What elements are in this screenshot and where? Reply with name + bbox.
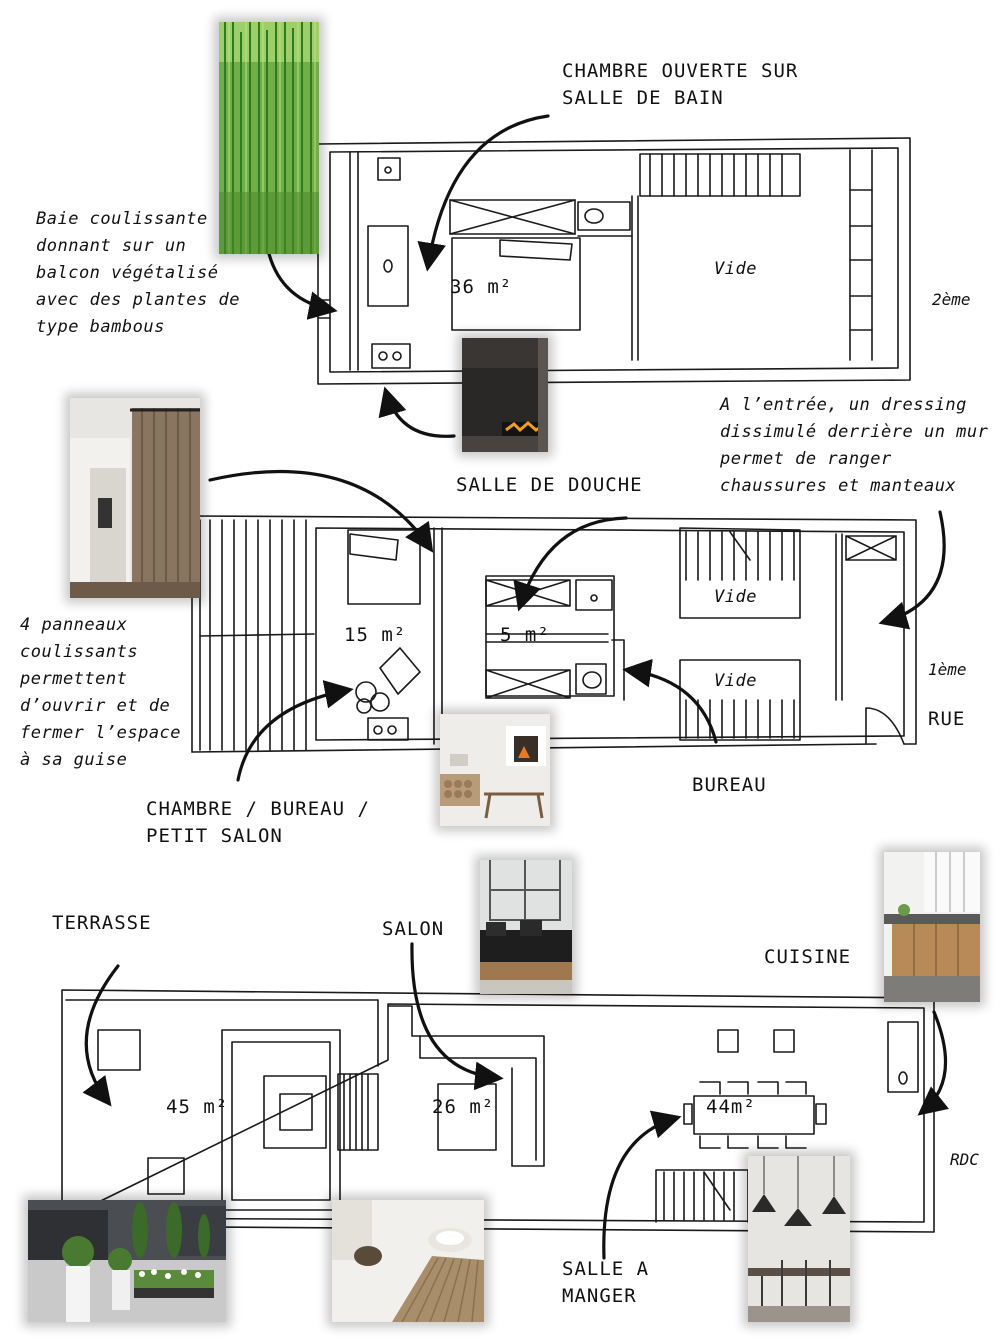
note-line: permettent (20, 669, 128, 689)
note-line: dissimulé derrière un mur (720, 422, 989, 442)
label-terrasse: TERRASSE (52, 912, 152, 934)
sofa-photo (480, 860, 572, 994)
floor-1-plan (191, 515, 917, 753)
note-line: avec des plantes de (36, 290, 240, 310)
note-line: coulissants (20, 642, 139, 662)
note-panneaux: 4 panneaux coulissants permettent d’ouvr… (20, 612, 181, 774)
label-chambre-bureau-petit-salon: CHAMBRE / BUREAU / PETIT SALON (146, 796, 370, 850)
label-salle-de-douche: SALLE DE DOUCHE (456, 474, 643, 496)
level-2: 2ème (932, 290, 971, 309)
label-salle-a-manger: SALLE A MANGER (562, 1256, 649, 1310)
note-line: à sa guise (20, 750, 128, 770)
vide-top: Vide (714, 259, 757, 279)
label-bureau: BUREAU (692, 774, 767, 796)
note-line: donnant sur un (36, 236, 187, 256)
label-cuisine: CUISINE (764, 946, 852, 968)
note-line: fermer l’espace (20, 723, 182, 743)
note-line: Baie coulissante (36, 209, 208, 229)
area-15: 15 m² (344, 624, 407, 646)
dining-pendant-photo (748, 1156, 850, 1322)
note-line: balcon végétalisé (36, 263, 219, 283)
label-line: PETIT SALON (146, 825, 283, 847)
note-line: permet de ranger (720, 449, 892, 469)
level-rdc: RDC (950, 1150, 979, 1169)
label-line: CHAMBRE OUVERTE SUR (562, 60, 799, 82)
barn-door-photo (70, 398, 200, 598)
note-line: type bambous (36, 317, 165, 337)
area-44: 44m² (706, 1096, 756, 1118)
rug-salon-photo (332, 1200, 484, 1322)
label-salon: SALON (382, 918, 445, 940)
label-chambre-salle-de-bain: CHAMBRE OUVERTE SUR SALLE DE BAIN (562, 58, 798, 112)
bamboo-photo (219, 22, 319, 254)
terrace-photo (28, 1200, 226, 1322)
area-5: 5 m² (500, 624, 550, 646)
white-fireplace-photo (440, 714, 550, 826)
area-36: 36 m² (450, 276, 513, 298)
level-1: 1ème (928, 660, 967, 679)
note-dressing: A l’entrée, un dressing dissimulé derriè… (720, 392, 988, 500)
label-line: SALLE A (562, 1258, 650, 1280)
annotation-arrows (82, 114, 949, 1260)
label-rue: RUE (928, 708, 966, 730)
note-baie-coulissante: Baie coulissante donnant sur un balcon v… (36, 206, 240, 341)
area-26: 26 m² (432, 1096, 495, 1118)
note-line: A l’entrée, un dressing (720, 395, 967, 415)
vide-mid-2: Vide (714, 671, 757, 691)
note-line: d’ouvrir et de (20, 696, 171, 716)
note-line: 4 panneaux (20, 615, 128, 635)
area-45: 45 m² (166, 1096, 229, 1118)
label-line: CHAMBRE / BUREAU / (146, 798, 370, 820)
label-line: MANGER (562, 1285, 637, 1307)
floor-2-plan (317, 137, 911, 385)
ground-floor-plan (61, 989, 935, 1233)
kitchen-photo (884, 852, 980, 1002)
note-line: chaussures et manteaux (720, 476, 957, 496)
label-line: SALLE DE BAIN (562, 87, 724, 109)
dark-fireplace-photo (462, 338, 548, 452)
vide-mid-1: Vide (714, 587, 757, 607)
